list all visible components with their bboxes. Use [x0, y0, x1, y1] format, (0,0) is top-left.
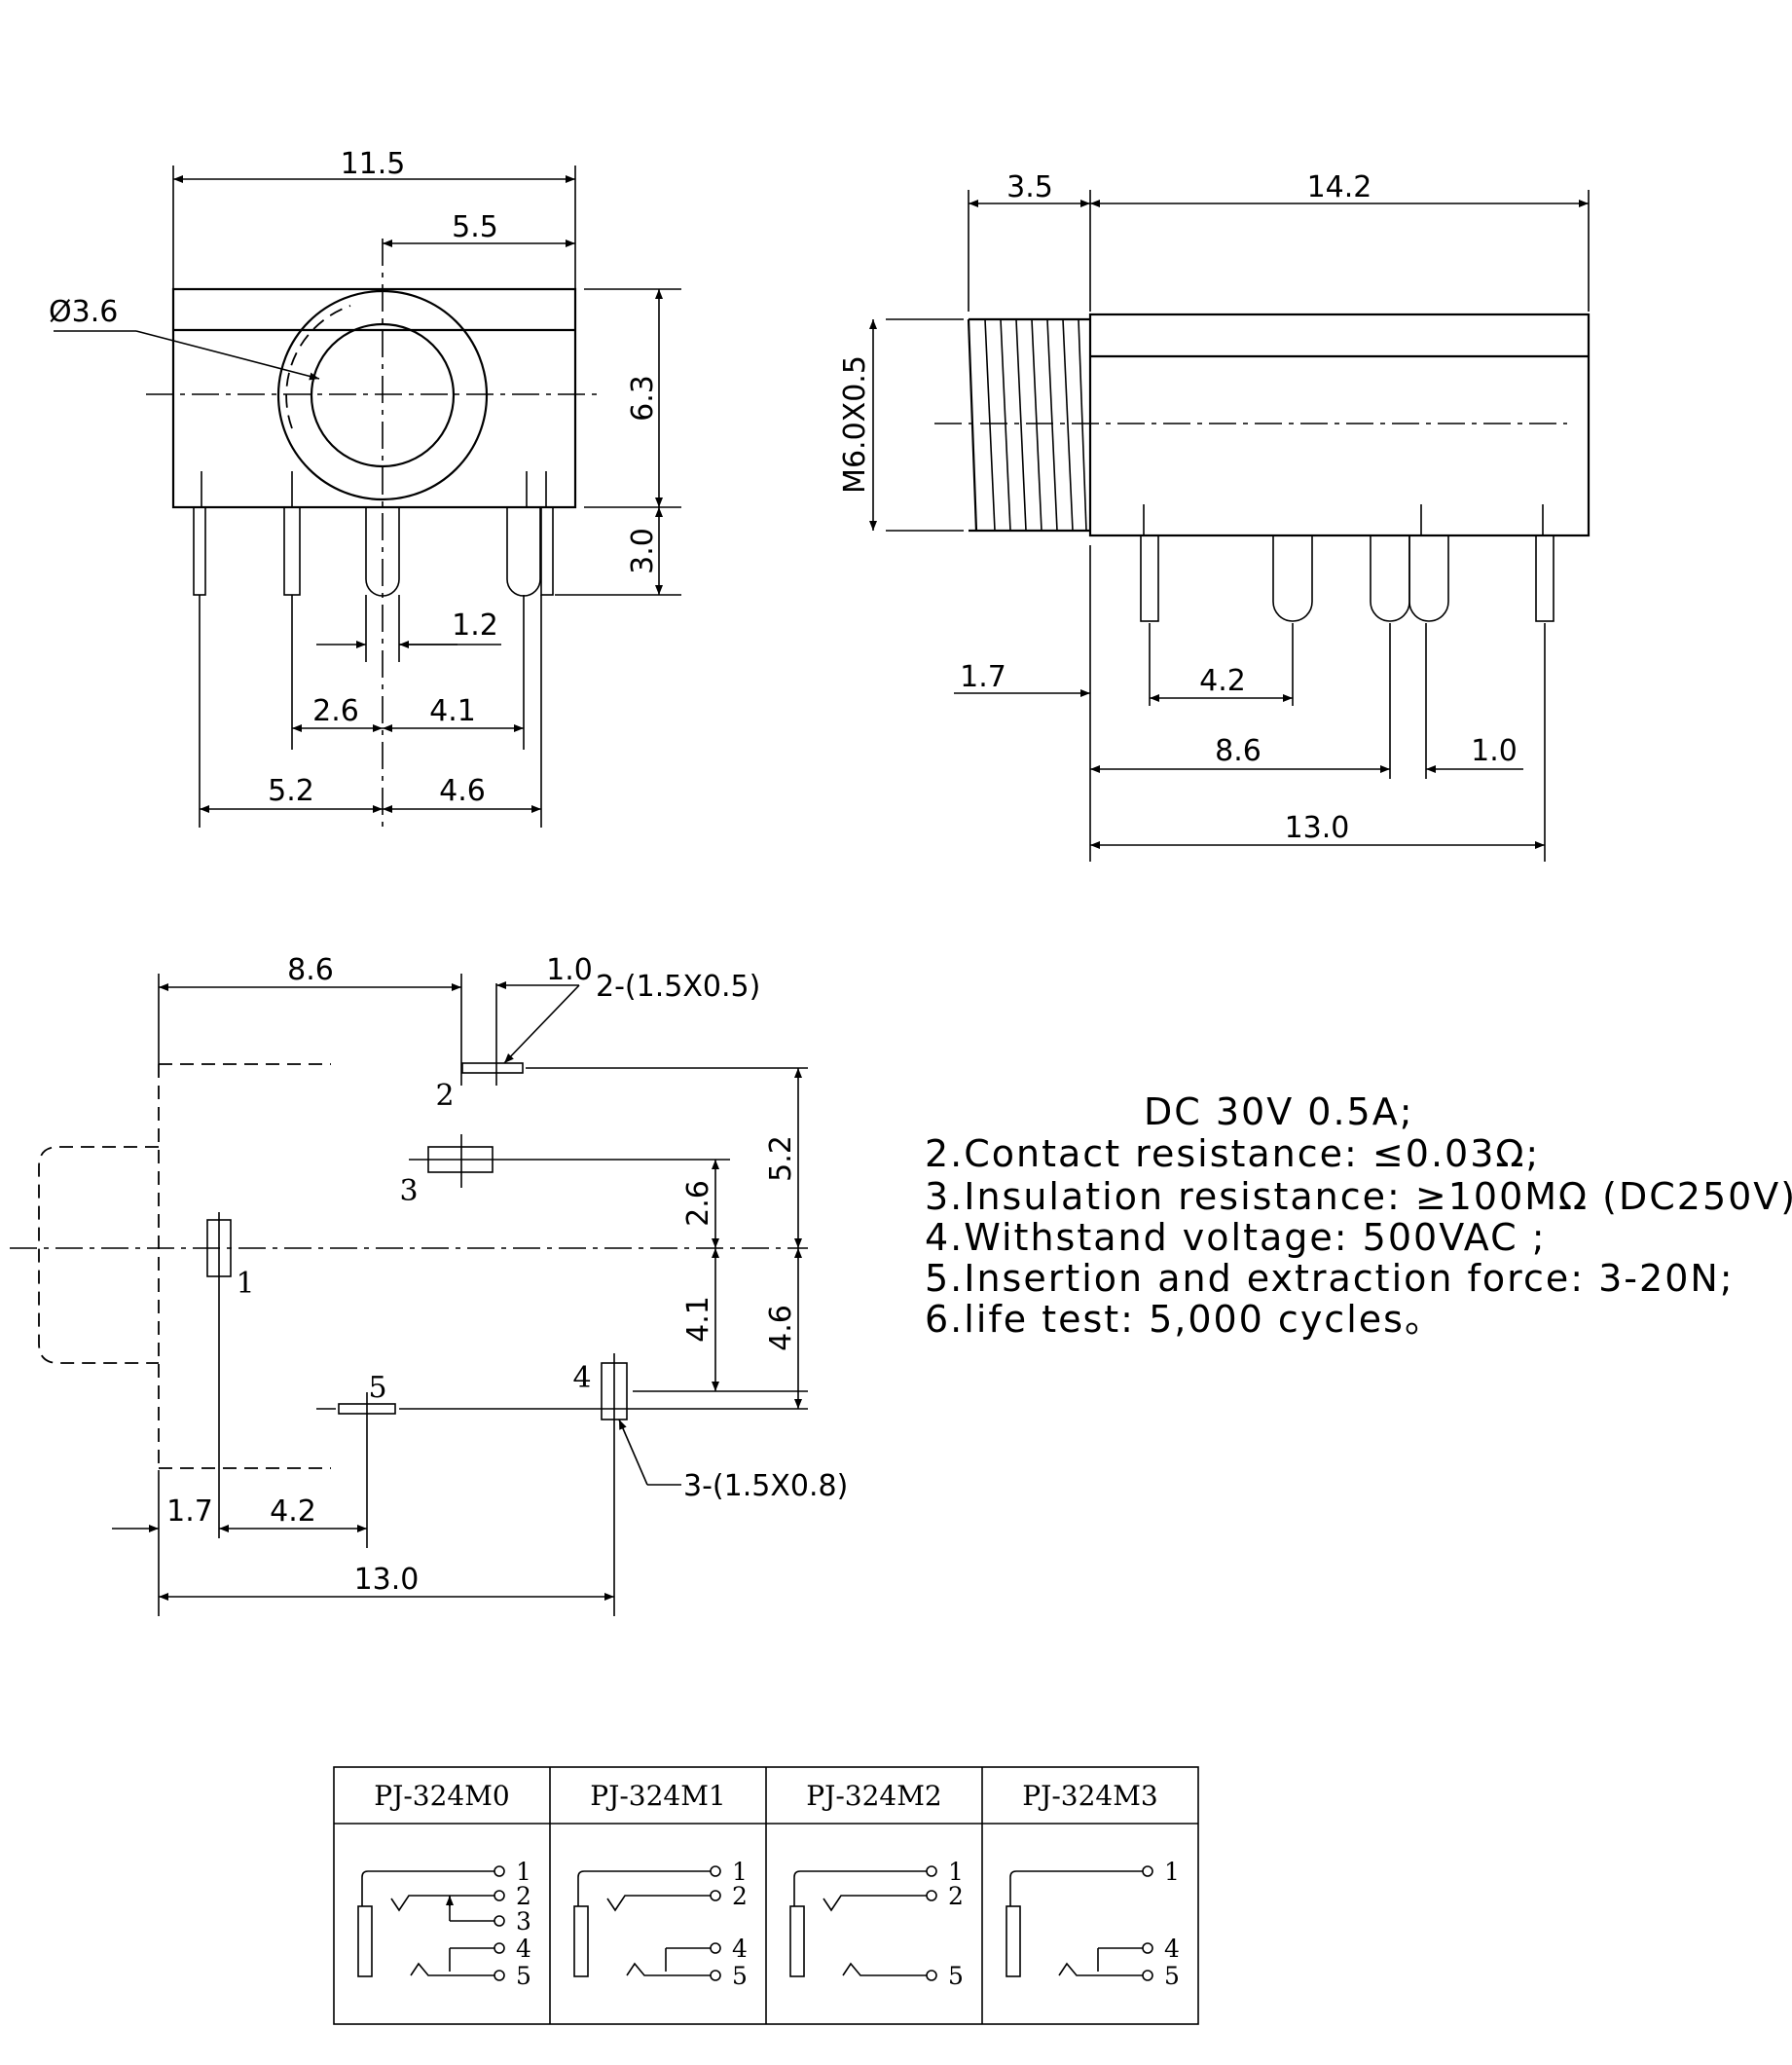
dim-pin-left-outer: 5.2	[268, 774, 314, 808]
front-pin-3	[365, 507, 400, 597]
svg-text:4: 4	[732, 1935, 748, 1963]
dim-v-4-6: 4.6	[764, 1305, 798, 1351]
dim-footprint-top: 8.6	[287, 953, 334, 987]
dim-h-13-0: 13.0	[354, 1563, 420, 1597]
dim-h-4-2: 4.2	[270, 1494, 316, 1529]
dim-body-length: 14.2	[1307, 170, 1372, 204]
front-body-outline	[171, 287, 577, 509]
table-header-m1: PJ-324M1	[590, 1780, 725, 1812]
pad-2	[461, 1062, 524, 1074]
dim-v-5-2: 5.2	[764, 1135, 798, 1182]
front-view: 11.5 5.5 Ø3.6 6.3 3.0 1.2 2.6 4.1 5.2 4.…	[49, 147, 681, 828]
side-pin-3	[1370, 535, 1410, 622]
jack-inner-hole	[310, 322, 456, 468]
svg-text:5: 5	[948, 1962, 964, 1990]
spec-line-5: 5.Insertion and extraction force: 3-20N;	[925, 1257, 1735, 1300]
dim-pin-right-mid: 4.1	[429, 694, 476, 728]
front-pin-2	[283, 506, 301, 596]
dim-front-half-width: 5.5	[452, 210, 498, 244]
thread-lines	[984, 318, 1087, 532]
svg-text:5: 5	[732, 1962, 748, 1990]
svg-text:5: 5	[1164, 1962, 1180, 1990]
svg-text:2: 2	[516, 1882, 531, 1910]
dim-side-pin-gap: 1.0	[1471, 734, 1518, 768]
dim-pad-spec-small: 2-(1.5X0.5)	[596, 970, 760, 1004]
dim-v-4-1: 4.1	[681, 1296, 715, 1343]
dim-side-pin-distance: 8.6	[1215, 734, 1262, 768]
svg-text:1: 1	[732, 1858, 748, 1886]
dim-thread-spec: M6.0X0.5	[838, 355, 872, 494]
schematic-m1: 1 2 4 5	[573, 1858, 748, 1990]
schematic-m0: 1 2 3 4 5	[357, 1858, 531, 1990]
dim-pin-right-outer: 4.6	[439, 774, 486, 808]
dim-side-total-span: 13.0	[1285, 811, 1350, 845]
side-view: 3.5 14.2 M6.0X0.5 1.7 4.2 8.6 1.0 13.0	[838, 170, 1591, 862]
dim-side-pin-spacing: 4.2	[1199, 664, 1246, 698]
pcb-footprint: 2 3 1 4 5 8.6 1.0 2-(1.5X0.5) 5.2 2.6 4.…	[10, 953, 848, 1616]
dim-v-2-6: 2.6	[681, 1180, 715, 1227]
svg-text:1: 1	[948, 1858, 964, 1886]
side-pin-2	[1272, 535, 1313, 622]
svg-text:2: 2	[948, 1882, 964, 1910]
side-pin-5	[1535, 535, 1554, 622]
svg-text:1: 1	[1164, 1858, 1180, 1886]
svg-text:2: 2	[732, 1882, 748, 1910]
dim-h-1-7: 1.7	[166, 1494, 213, 1529]
pin-label-4: 4	[572, 1361, 591, 1395]
pin-label-2: 2	[435, 1079, 454, 1113]
specifications: DC 30V 0.5A; 2.Contact resistance: ≤0.03…	[925, 1090, 1792, 1341]
dim-front-width: 11.5	[341, 147, 406, 181]
side-pin-1	[1140, 535, 1159, 622]
dim-side-offset: 1.7	[960, 660, 1006, 694]
dim-pin-left-mid: 2.6	[312, 694, 359, 728]
svg-text:3: 3	[516, 1907, 531, 1936]
side-pin-4	[1408, 535, 1449, 622]
front-pin-5	[540, 506, 554, 596]
svg-text:1: 1	[516, 1858, 531, 1886]
pin-label-5: 5	[368, 1371, 386, 1405]
dim-thread-length: 3.5	[1006, 170, 1053, 204]
schematic-m3: 1 4 5	[1006, 1858, 1180, 1990]
table-header-m3: PJ-324M3	[1022, 1780, 1157, 1812]
side-body-outline	[1088, 313, 1591, 537]
dim-pin-length: 3.0	[626, 528, 660, 574]
dim-pin-gap: 1.2	[452, 608, 498, 643]
spec-line-3: 3.Insulation resistance: ≥100MΩ (DC250V)…	[925, 1175, 1792, 1218]
dim-hole-diameter: Ø3.6	[49, 295, 118, 329]
table-header-m0: PJ-324M0	[374, 1780, 509, 1812]
dim-pad-gap: 1.0	[546, 953, 593, 987]
schematic-m2: 1 2 5	[789, 1858, 964, 1990]
spec-line-2: 2.Contact resistance: ≤0.03Ω;	[925, 1132, 1540, 1175]
dim-front-height: 6.3	[626, 375, 660, 422]
dim-pad-spec-large: 3-(1.5X0.8)	[683, 1469, 848, 1503]
front-pin-1	[193, 506, 206, 596]
pin-label-1: 1	[236, 1267, 254, 1301]
spec-line-4: 4.Withstand voltage: 500VAC ;	[925, 1216, 1547, 1259]
svg-text:4: 4	[516, 1935, 531, 1963]
pin-label-3: 3	[399, 1174, 418, 1208]
spec-line-1: DC 30V 0.5A;	[1144, 1090, 1414, 1133]
table-header-m2: PJ-324M2	[806, 1780, 941, 1812]
front-pin-4	[506, 507, 541, 597]
model-table: PJ-324M0 PJ-324M1 PJ-324M2 PJ-324M3 1 2 …	[333, 1766, 1199, 2025]
svg-text:5: 5	[516, 1962, 531, 1990]
spec-line-6: 6.life test: 5,000 cycles。	[925, 1298, 1444, 1341]
svg-text:4: 4	[1164, 1935, 1180, 1963]
